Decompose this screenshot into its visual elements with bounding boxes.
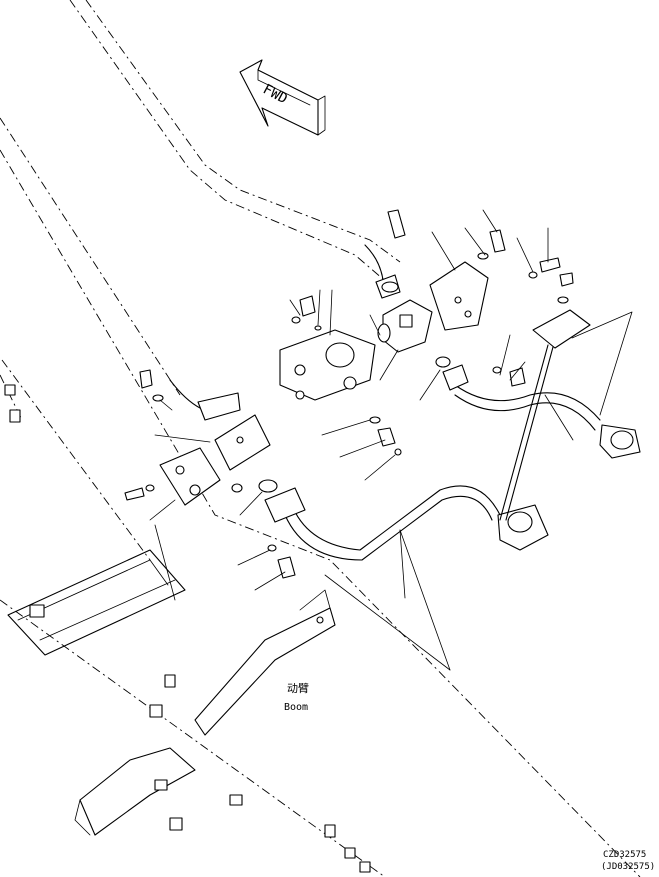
boom-label-en: Boom [284,702,308,713]
fwd-arrow: FWD [239,59,326,136]
boom-outline [0,0,641,877]
pipes [264,309,641,561]
drawing-code: CZD32575 [603,850,646,860]
fasteners [124,209,574,579]
left-block-assembly [159,379,278,506]
lower-bracket-frame [7,549,186,656]
boom-brackets [74,589,371,873]
valve-assembly [279,261,489,401]
upper-hose [364,244,401,299]
drawing-code-secondary: (JD032575) [601,862,655,872]
boom-label-cn: 动臂 [287,682,309,695]
boom-left-edge [0,374,23,423]
leader-lines [149,209,633,671]
